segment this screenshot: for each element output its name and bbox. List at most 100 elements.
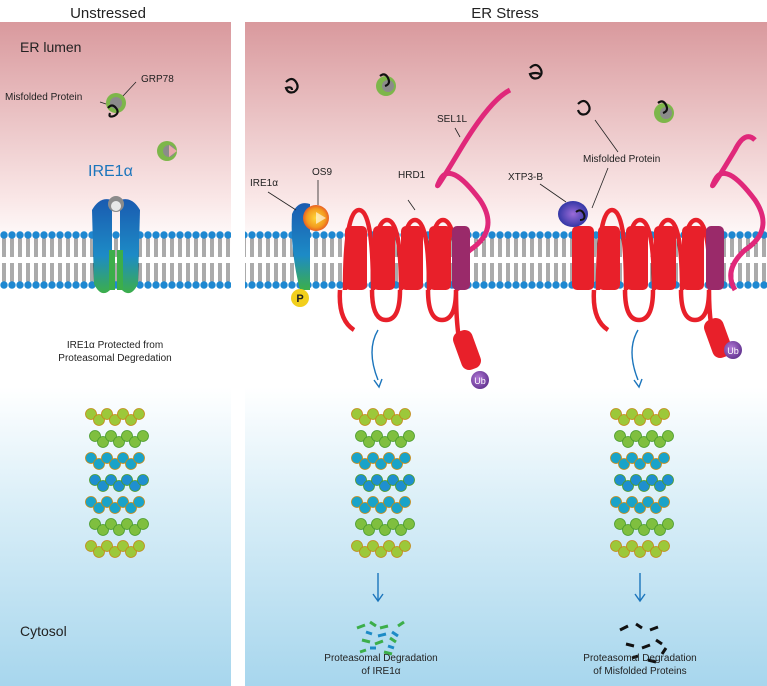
proteasome-subunit	[662, 474, 674, 486]
proteasome-subunit	[105, 474, 117, 486]
cytosol-label: Cytosol	[20, 623, 67, 639]
proteasome-subunit	[371, 474, 383, 486]
proteasome-subunit	[379, 524, 391, 536]
proteasome-subunit	[117, 540, 129, 552]
proteasome-subunit	[89, 430, 101, 442]
proteasome-subunit	[351, 408, 363, 420]
ub-badge-middle: Ub	[471, 371, 489, 389]
proteasome-subunit	[101, 452, 113, 464]
proteasome-subunit	[85, 408, 97, 420]
proteasome-subunit	[113, 480, 125, 492]
ub-badge-right: Ub	[724, 341, 742, 359]
proteasome-subunit	[355, 430, 367, 442]
proteasome-subunit	[618, 502, 630, 514]
proteasome-subunit	[403, 474, 415, 486]
caption-right-2: of Misfolded Proteins	[593, 666, 686, 677]
proteasome-right	[610, 408, 674, 558]
proteasome-subunit	[391, 502, 403, 514]
proteasome-subunit	[113, 436, 125, 448]
proteasome-subunit	[642, 540, 654, 552]
proteasome-subunit	[399, 452, 411, 464]
proteasome-subunit	[371, 518, 383, 530]
ire1a-fragments-icon	[356, 620, 405, 656]
proteasome-subunit	[650, 502, 662, 514]
proteasome-subunit	[658, 496, 670, 508]
proteasome-subunit	[622, 480, 634, 492]
proteasome-subunit	[93, 414, 105, 426]
header-er-stress: ER Stress	[471, 5, 539, 22]
xtp3b-label: XTP3-B	[508, 172, 543, 183]
proteasome-subunit	[395, 480, 407, 492]
floating-misfolded-2	[528, 63, 543, 80]
proteasome-subunit	[363, 480, 375, 492]
proteasome-subunit	[367, 496, 379, 508]
proteasome-subunit	[638, 524, 650, 536]
proteasome-subunit	[121, 474, 133, 486]
proteasome-subunit	[634, 414, 646, 426]
proteasome-subunit	[658, 452, 670, 464]
arrow-curve-right	[631, 329, 639, 381]
proteasome-subunit	[650, 414, 662, 426]
proteasome-subunit	[101, 408, 113, 420]
proteasome-subunit	[650, 546, 662, 558]
proteasome-subunit	[133, 496, 145, 508]
proteasome-subunit	[630, 474, 642, 486]
proteasome-subunit	[97, 480, 109, 492]
proteasome-subunit	[85, 452, 97, 464]
proteasome-subunit	[618, 546, 630, 558]
proteasome-middle	[351, 408, 415, 558]
ire1a-dimer-icon	[92, 196, 140, 294]
ire1a-title: IRE1α	[88, 163, 133, 180]
sel1l-right	[710, 134, 766, 292]
proteasome-subunit	[109, 546, 121, 558]
proteasome-subunit	[383, 408, 395, 420]
proteasome-subunit	[626, 452, 638, 464]
proteasome-subunit	[105, 518, 117, 530]
proteasome-subunit	[89, 474, 101, 486]
proteasome-subunit	[375, 458, 387, 470]
proteasome-subunit	[351, 540, 363, 552]
proteasome-subunit	[622, 436, 634, 448]
proteasome-subunit	[662, 518, 674, 530]
proteasome-subunit	[383, 496, 395, 508]
proteasome-subunit	[650, 458, 662, 470]
proteasome-subunit	[137, 474, 149, 486]
proteasome-subunit	[626, 496, 638, 508]
proteasome-subunit	[105, 430, 117, 442]
er-lumen-label: ER lumen	[20, 39, 81, 55]
proteasome-subunit	[658, 540, 670, 552]
proteasome-subunit	[379, 436, 391, 448]
proteasome-subunit	[359, 458, 371, 470]
proteasome-subunit	[85, 496, 97, 508]
proteasome-left	[85, 408, 149, 558]
proteasome-subunit	[654, 480, 666, 492]
membrane-left	[0, 230, 231, 290]
proteasome-subunit	[375, 546, 387, 558]
proteasome-subunit	[133, 452, 145, 464]
proteasome-subunit	[622, 524, 634, 536]
proteasome-subunit	[137, 430, 149, 442]
floating-grp78-2	[654, 100, 674, 123]
svg-text:Ub: Ub	[474, 376, 486, 386]
proteasome-subunit	[399, 496, 411, 508]
proteasome-subunit	[610, 408, 622, 420]
unstressed-panel	[0, 22, 231, 686]
proteasome-subunit	[383, 540, 395, 552]
grp78-free-icon	[157, 141, 177, 161]
proteasome-subunit	[662, 430, 674, 442]
proteasome-subunit	[391, 546, 403, 558]
misfolded-fragments-icon	[619, 622, 668, 664]
proteasome-subunit	[375, 414, 387, 426]
proteasome-subunit	[93, 502, 105, 514]
arrow-curve-middle	[371, 329, 379, 381]
proteasome-subunit	[638, 480, 650, 492]
floating-misfolded-1	[284, 77, 299, 94]
proteasome-subunit	[642, 452, 654, 464]
proteasome-subunit	[387, 474, 399, 486]
proteasome-subunit	[614, 474, 626, 486]
proteasome-subunit	[355, 474, 367, 486]
proteasome-subunit	[383, 452, 395, 464]
er-stress-panel	[245, 22, 767, 686]
proteasome-subunit	[654, 524, 666, 536]
